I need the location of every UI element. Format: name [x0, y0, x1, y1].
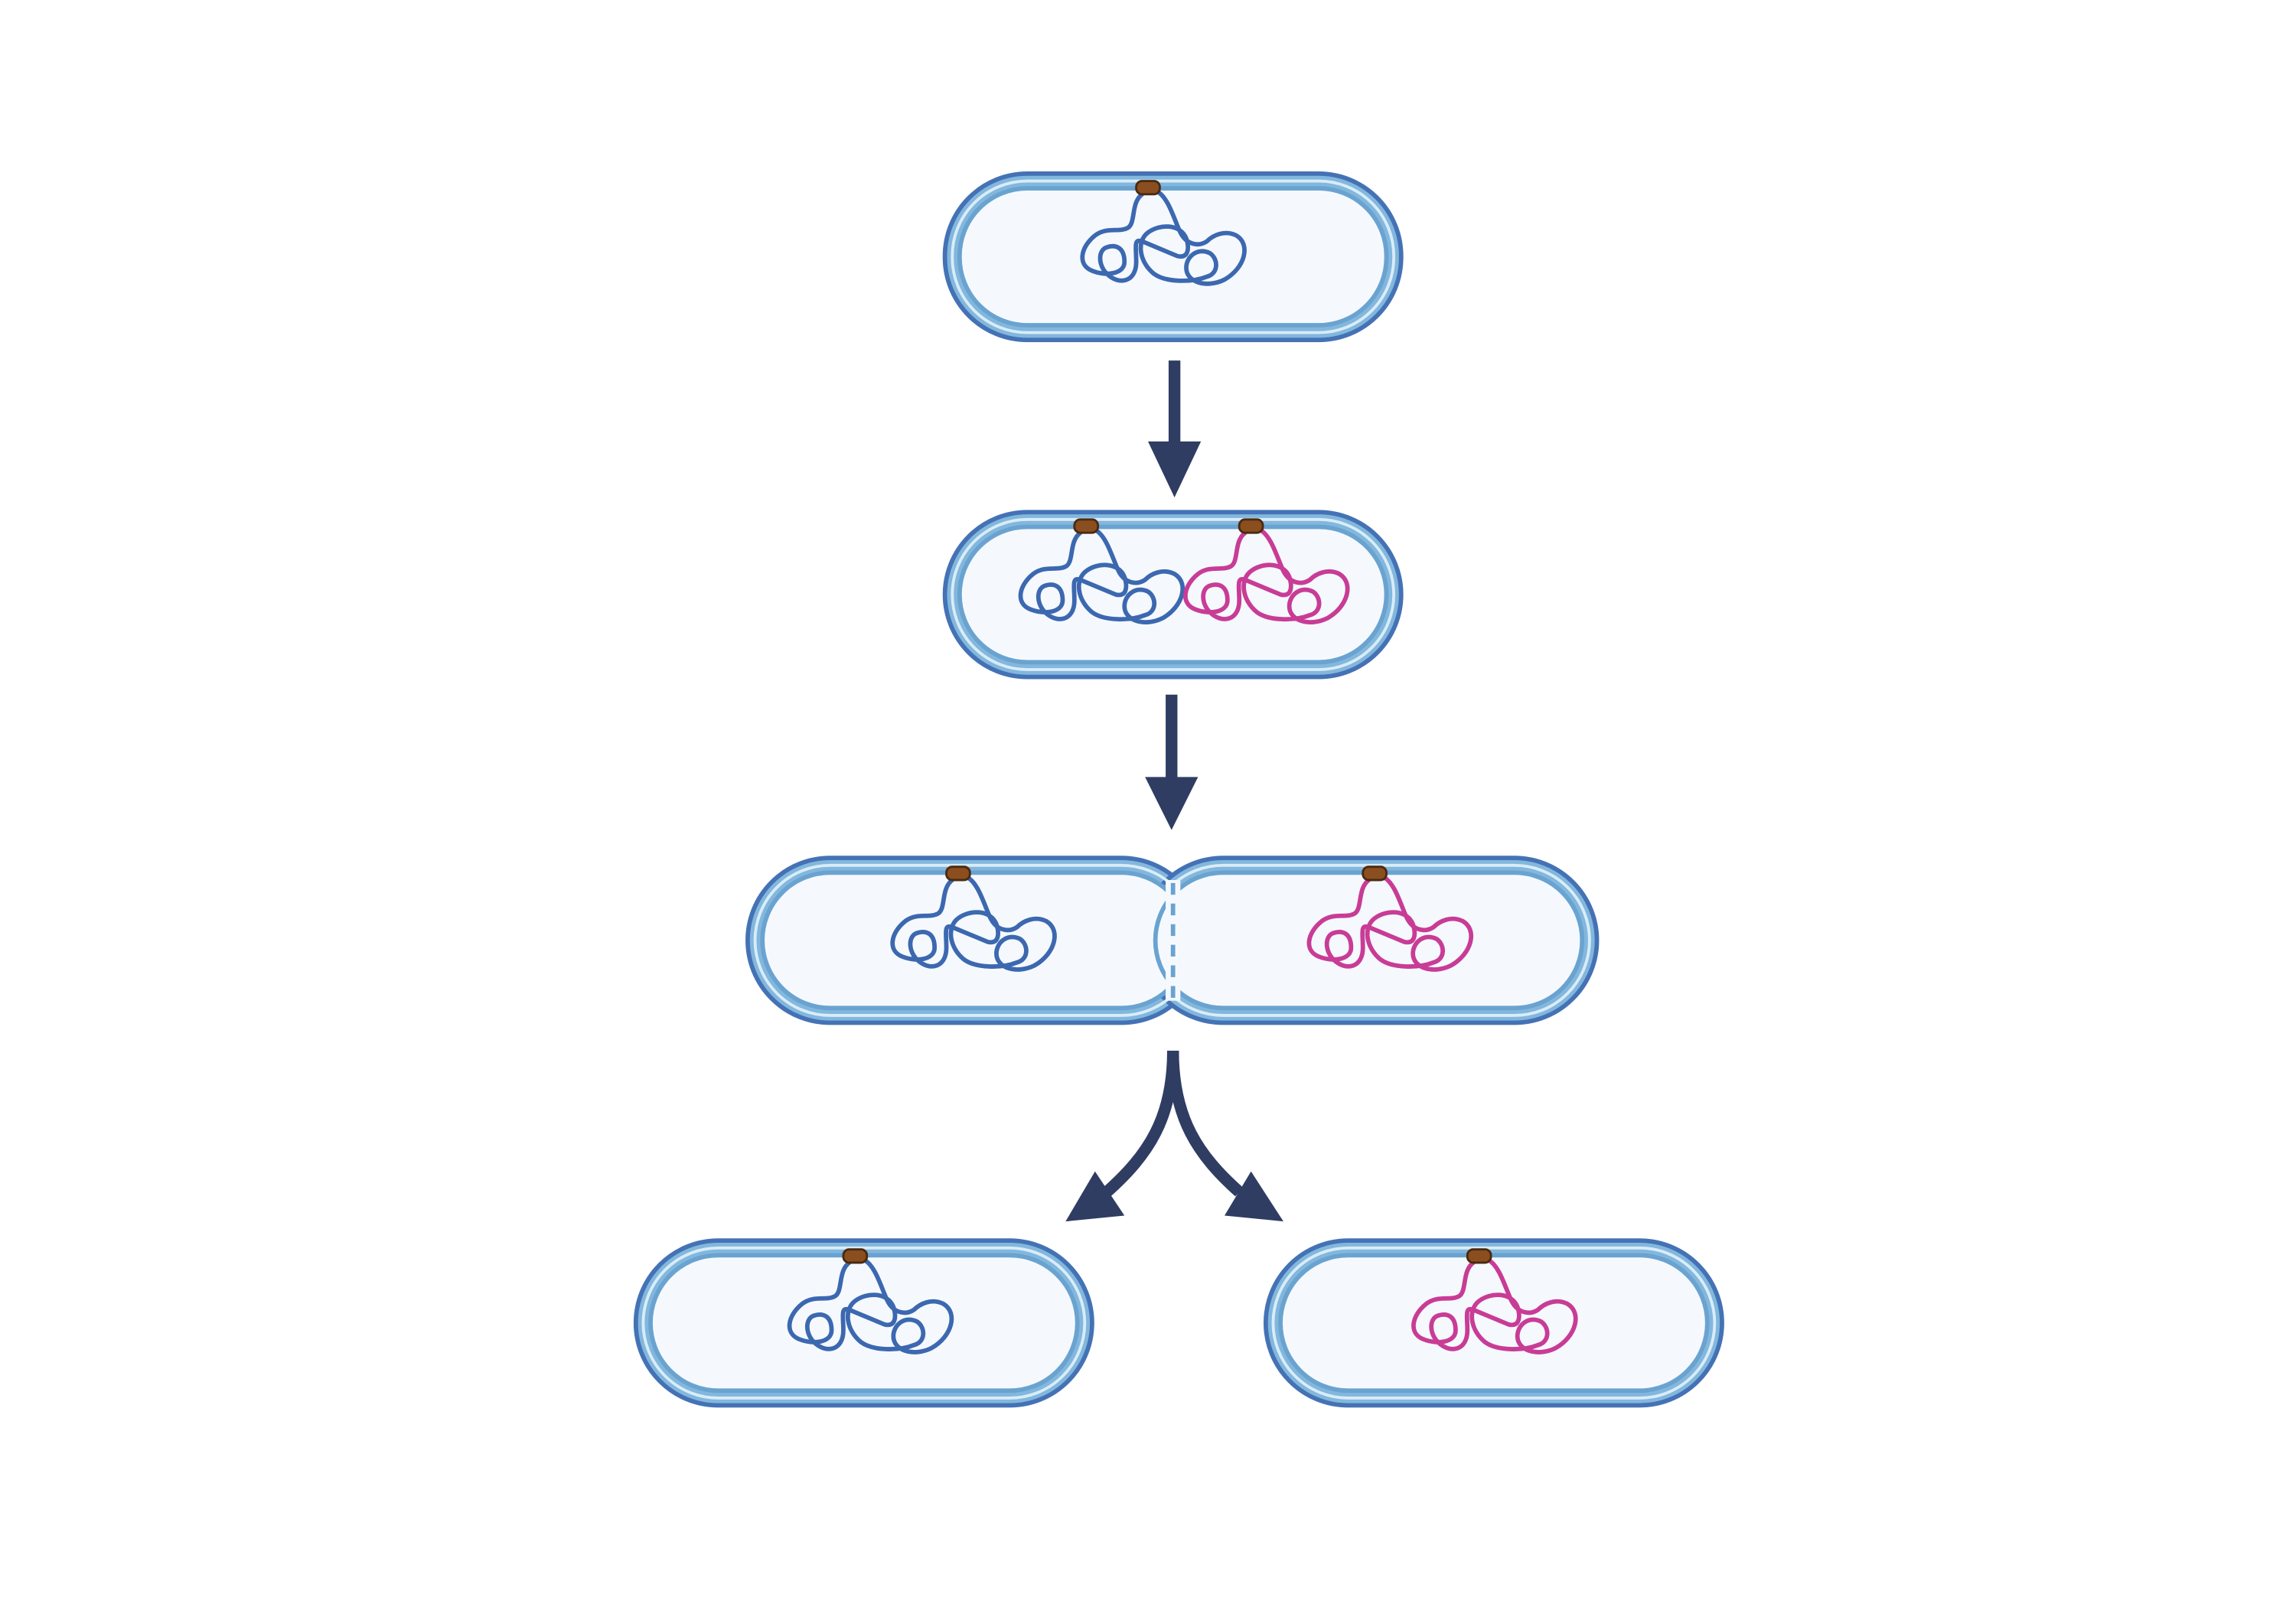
replication-origin	[945, 865, 971, 882]
replication-origin	[1362, 865, 1388, 882]
replication-origin	[1238, 518, 1264, 534]
replication-origin	[842, 1248, 869, 1264]
arrow-replication	[1148, 360, 1202, 497]
daughter-cell-left	[633, 1238, 1094, 1408]
parent-cell	[942, 171, 1404, 343]
replication-origin	[1466, 1248, 1492, 1264]
replicating-cell	[942, 510, 1404, 680]
dividing-cell	[745, 856, 1600, 1025]
replication-origin	[1135, 180, 1161, 196]
replication-origin	[1073, 518, 1100, 534]
arrow-elongation	[1145, 694, 1199, 830]
daughter-cell-right	[1263, 1238, 1724, 1408]
arrow-split	[1065, 1051, 1283, 1222]
